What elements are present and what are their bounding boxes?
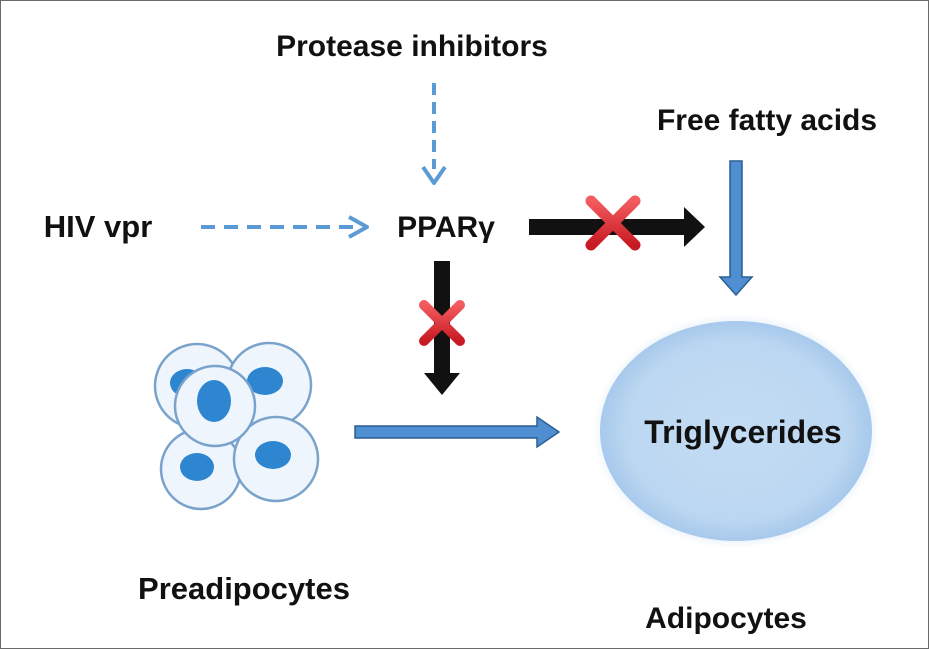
label-ppar-gamma: PPARγ [397, 211, 495, 244]
label-adipocytes: Adipocytes [645, 602, 807, 635]
cell [159, 427, 243, 511]
blue-arrow-preadipocytes-to-adipocytes [354, 415, 561, 449]
cell [232, 415, 320, 503]
adipocyte-cell-cluster [153, 341, 320, 511]
label-protease-inhibitors: Protease inhibitors [276, 30, 548, 63]
red-x-icon [419, 300, 465, 346]
label-triglycerides: Triglycerides [644, 414, 841, 450]
blue-arrow-ffa-to-trig [718, 160, 754, 297]
dashed-arrow-protease-to-ppar [421, 83, 447, 185]
label-preadipocytes: Preadipocytes [138, 571, 350, 606]
label-free-fatty-acids: Free fatty acids [657, 104, 877, 137]
adipocyte-ellipse [600, 321, 872, 541]
red-x-icon [585, 195, 641, 251]
dashed-arrow-hiv-to-ppar [201, 215, 369, 239]
cell [173, 364, 257, 448]
label-hiv-vpr: HIV vpr [44, 209, 153, 244]
